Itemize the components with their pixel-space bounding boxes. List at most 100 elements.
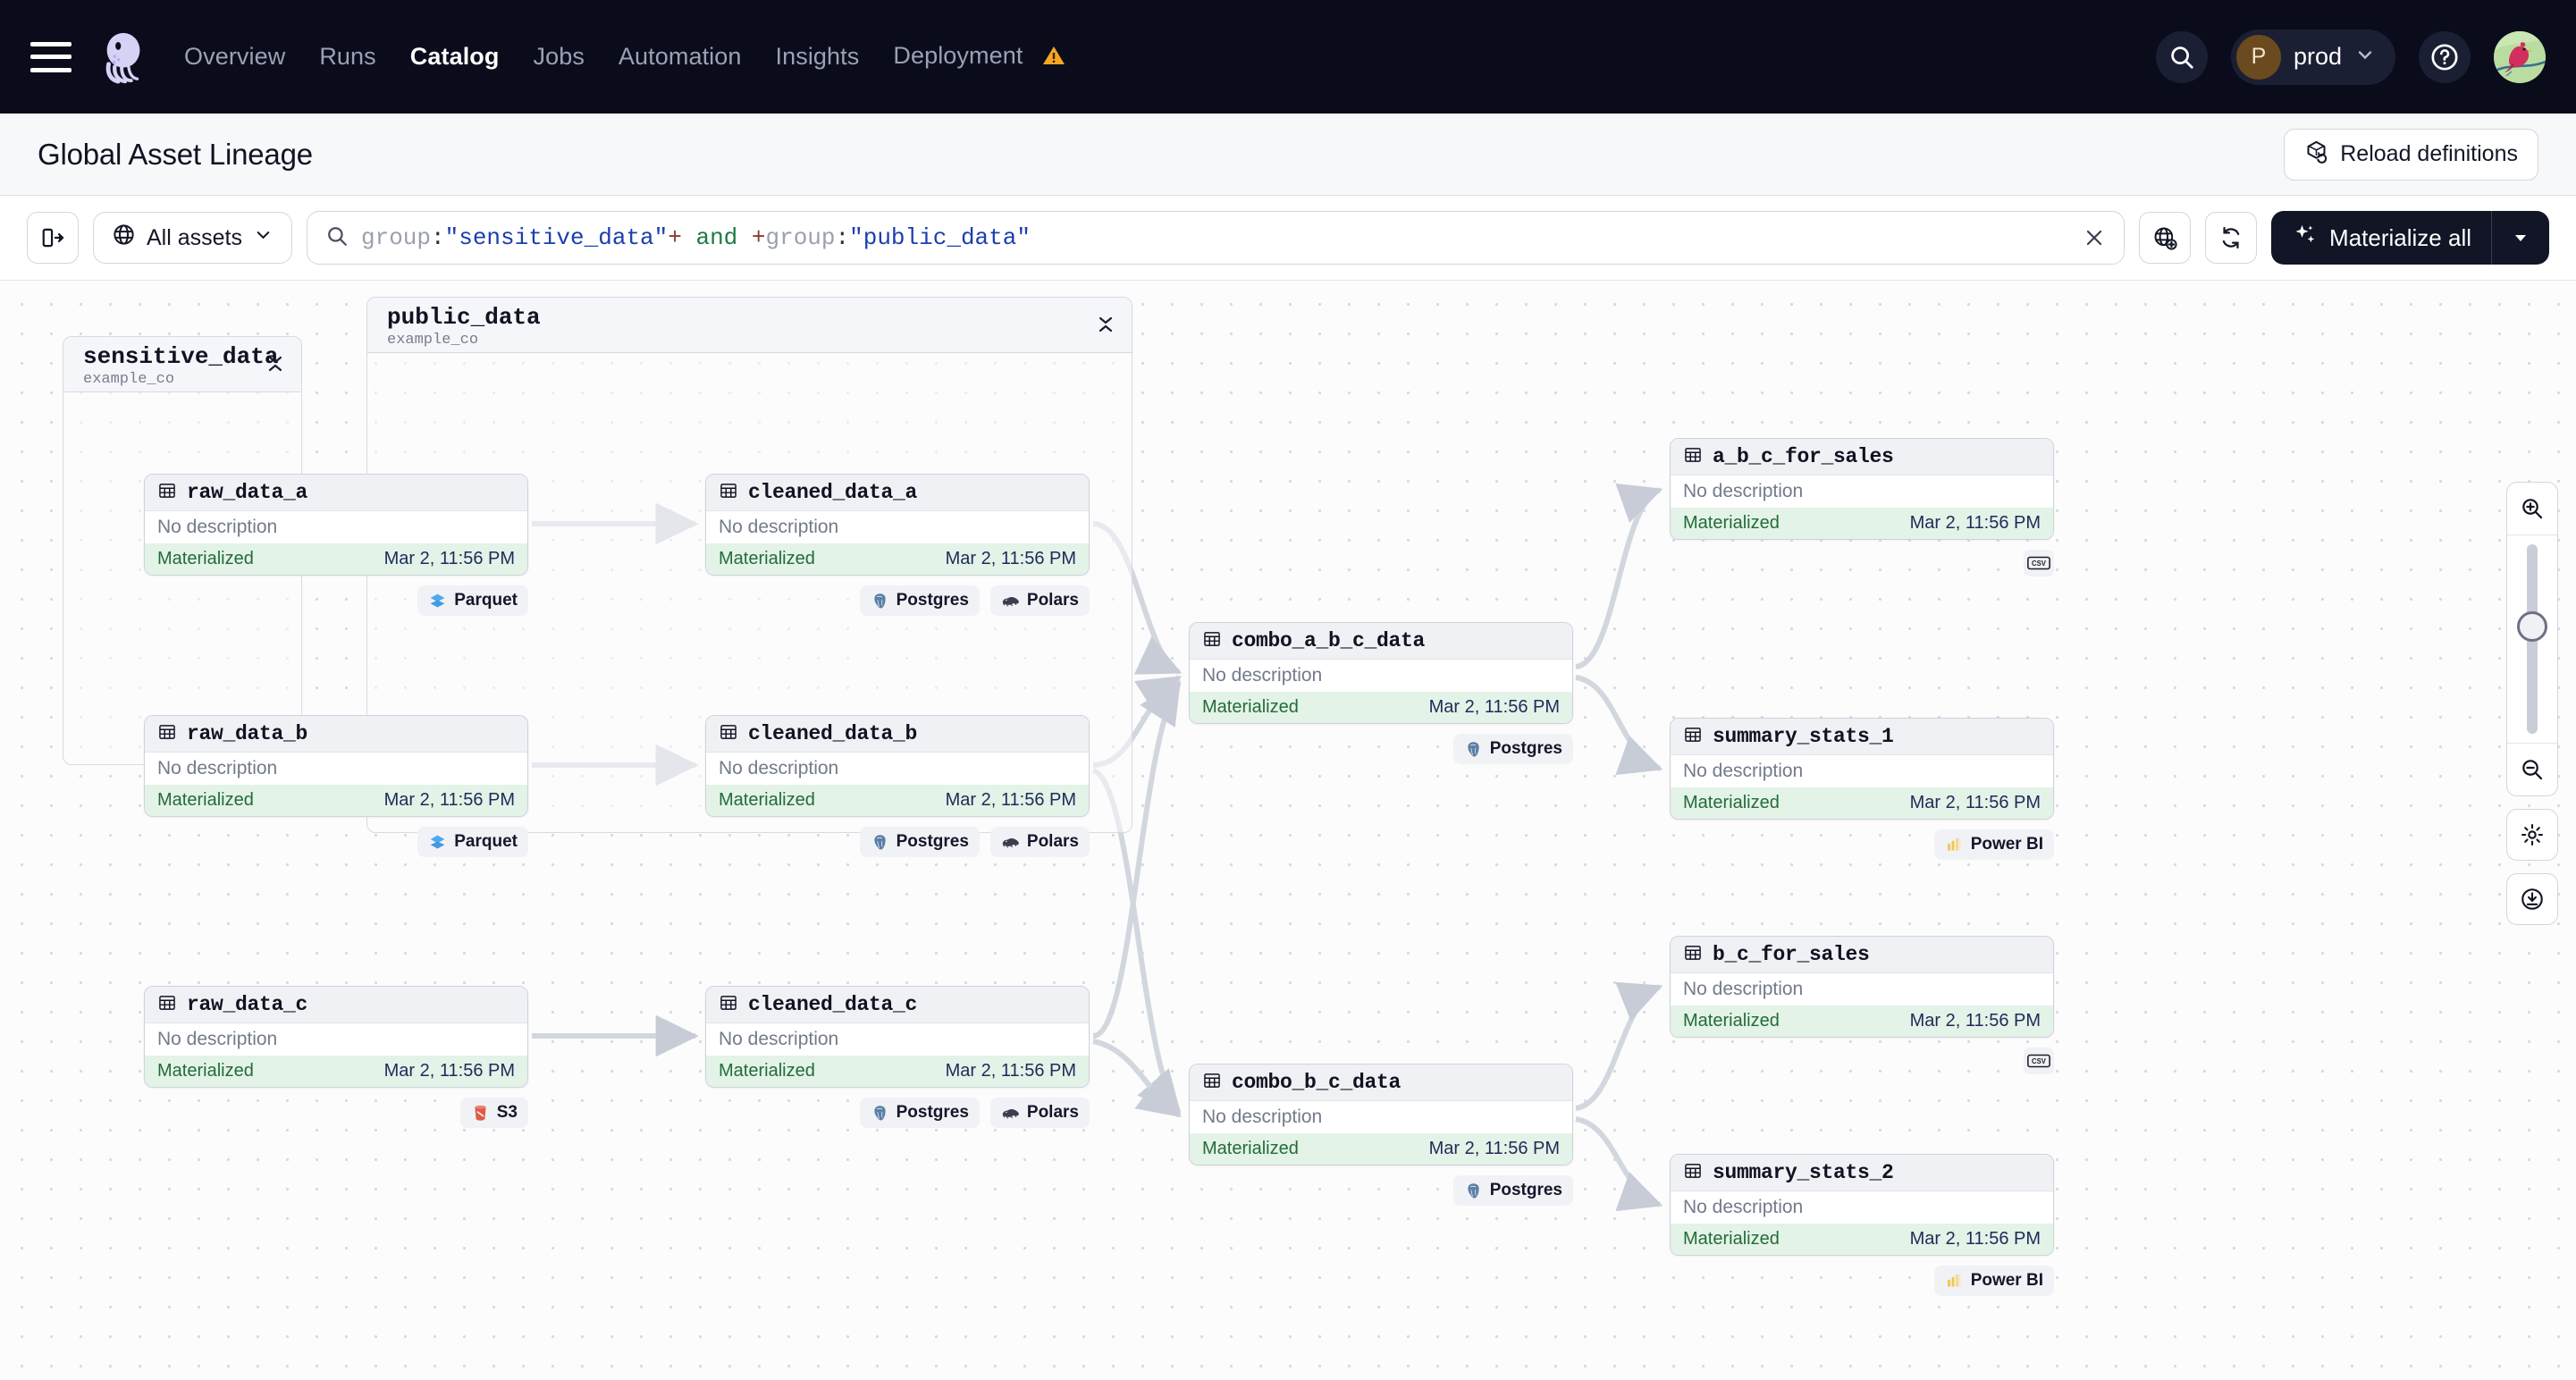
postgres-icon [1464, 740, 1483, 759]
refresh-icon[interactable] [2205, 212, 2258, 264]
asset-tag-polars[interactable]: Polars [989, 1098, 1090, 1128]
nav-link-automation[interactable]: Automation [618, 43, 742, 70]
asset-filter-label: All assets [147, 224, 242, 250]
search-icon[interactable] [2155, 30, 2208, 83]
asset-tag-label: Power BI [1970, 1271, 2043, 1290]
asset-tag-polars[interactable]: Polars [989, 585, 1090, 616]
caret-down-icon[interactable] [2492, 211, 2549, 265]
asset-tag-postgres[interactable]: Postgres [859, 585, 980, 616]
nav-link-deployment[interactable]: Deployment [893, 42, 1065, 72]
last-materialized-time: Mar 2, 11:56 PM [1428, 1139, 1560, 1158]
asset-tag-label: Postgres [896, 832, 969, 851]
last-materialized-time: Mar 2, 11:56 PM [1909, 1229, 2041, 1249]
nav-link-runs[interactable]: Runs [319, 43, 376, 70]
deployment-selector[interactable]: P prod [2230, 29, 2395, 85]
asset-node-tags: CSV [1670, 1048, 2054, 1074]
globe-plus-icon[interactable] [2139, 212, 2192, 264]
hamburger-icon[interactable] [30, 41, 72, 72]
divider [2507, 534, 2557, 535]
csv-icon[interactable]: CSV [2024, 550, 2054, 576]
asset-group-header[interactable]: public_data example_co [367, 298, 1132, 353]
nav-link-overview[interactable]: Overview [184, 43, 286, 70]
last-materialized-time: Mar 2, 11:56 PM [383, 1061, 515, 1081]
asset-tag-postgres[interactable]: Postgres [1452, 734, 1573, 764]
materialize-all-main[interactable]: Materialize all [2271, 211, 2491, 265]
avatar[interactable] [2494, 30, 2546, 83]
close-x-icon[interactable] [2074, 226, 2106, 249]
gear-icon[interactable] [2506, 809, 2558, 861]
asset-group-org: example_co [387, 332, 479, 349]
asset-tag-label: Postgres [1489, 739, 1562, 758]
collapse-vertical-icon[interactable] [265, 353, 285, 379]
zoom-out-icon[interactable] [2507, 744, 2557, 795]
asset-node-header: a_b_c_for_sales [1671, 439, 2053, 475]
asset-tag-postgres[interactable]: Postgres [1452, 1175, 1573, 1206]
asset-node-tags: Postgres [1189, 734, 1573, 764]
asset-search-input[interactable]: group:"sensitive_data"+ and +group:"publ… [306, 211, 2126, 265]
lineage-toolbar: All assets group:"sensitive_data"+ and +… [0, 196, 2576, 281]
polars-icon [1001, 592, 1020, 610]
asset-node-header: cleaned_data_a [706, 475, 1089, 511]
postgres-icon [871, 592, 889, 610]
zoom-slider-stack [2506, 482, 2558, 796]
table-icon [157, 722, 177, 746]
nav-link-catalog[interactable]: Catalog [409, 43, 500, 70]
download-circle-icon[interactable] [2506, 873, 2558, 925]
asset-node-name: cleaned_data_b [748, 722, 918, 745]
collapse-vertical-icon[interactable] [1096, 314, 1115, 340]
zoom-slider[interactable] [2507, 535, 2557, 743]
asset-group-name: sensitive_data [83, 343, 279, 370]
asset-tag-postgres[interactable]: Postgres [859, 827, 980, 857]
asset-node-name: cleaned_data_c [748, 993, 918, 1016]
asset-tag-postgres[interactable]: Postgres [859, 1098, 980, 1128]
dagster-logo-icon[interactable] [95, 28, 154, 87]
materialize-all-label: Materialize all [2329, 223, 2471, 251]
asset-node-name: summary_stats_1 [1713, 725, 1894, 748]
asset-node-description: No description [1683, 1197, 1804, 1217]
reload-definitions-button[interactable]: Reload definitions [2284, 128, 2538, 181]
question-mark-icon[interactable] [2419, 30, 2471, 83]
asset-filter-dropdown[interactable]: All assets [93, 212, 292, 264]
zoom-in-icon[interactable] [2507, 483, 2557, 534]
asset-node-header: cleaned_data_c [706, 987, 1089, 1023]
nav-link-insights[interactable]: Insights [775, 43, 860, 70]
panel-expand-icon[interactable] [27, 212, 79, 264]
asset-node-description: No description [1202, 665, 1323, 686]
asset-tag-power-bi[interactable]: Power BI [1933, 1266, 2054, 1296]
table-icon [719, 481, 738, 505]
asset-node-name: combo_b_c_data [1232, 1071, 1402, 1094]
nav-link-jobs[interactable]: Jobs [533, 43, 585, 70]
asset-tag-parquet[interactable]: Parquet [417, 585, 528, 616]
zoom-slider-knob[interactable] [2517, 611, 2547, 642]
asset-group-header[interactable]: sensitive_data example_co [63, 337, 301, 392]
asset-tag-parquet[interactable]: Parquet [417, 827, 528, 857]
search-query-text: group:"sensitive_data"+ and +group:"publ… [360, 224, 1031, 251]
asset-node-name: b_c_for_sales [1713, 943, 1870, 966]
deployment-name: prod [2293, 43, 2342, 70]
materialize-all-button[interactable]: Materialize all [2271, 211, 2549, 265]
asset-tag-power-bi[interactable]: Power BI [1933, 829, 2054, 860]
lineage-canvas[interactable]: sensitive_data example_co public_data ex… [0, 281, 2576, 1380]
csv-icon[interactable]: CSV [2024, 1048, 2054, 1074]
asset-tag-s3[interactable]: S3 [459, 1098, 528, 1128]
asset-node-name: summary_stats_2 [1713, 1161, 1894, 1184]
search-icon [325, 224, 349, 252]
asset-tag-polars[interactable]: Polars [989, 827, 1090, 857]
status-badge: Materialized [1683, 1011, 1780, 1031]
table-icon [157, 993, 177, 1017]
